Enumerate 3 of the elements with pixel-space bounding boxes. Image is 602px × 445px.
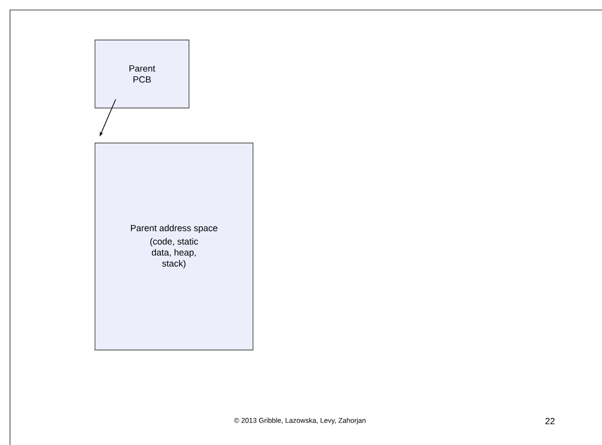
process-box: Parent PCB — [94, 40, 190, 108]
process-box: Parent address space (code, static data, heap, stack) — [94, 142, 254, 350]
page-number: 22 — [545, 418, 555, 424]
